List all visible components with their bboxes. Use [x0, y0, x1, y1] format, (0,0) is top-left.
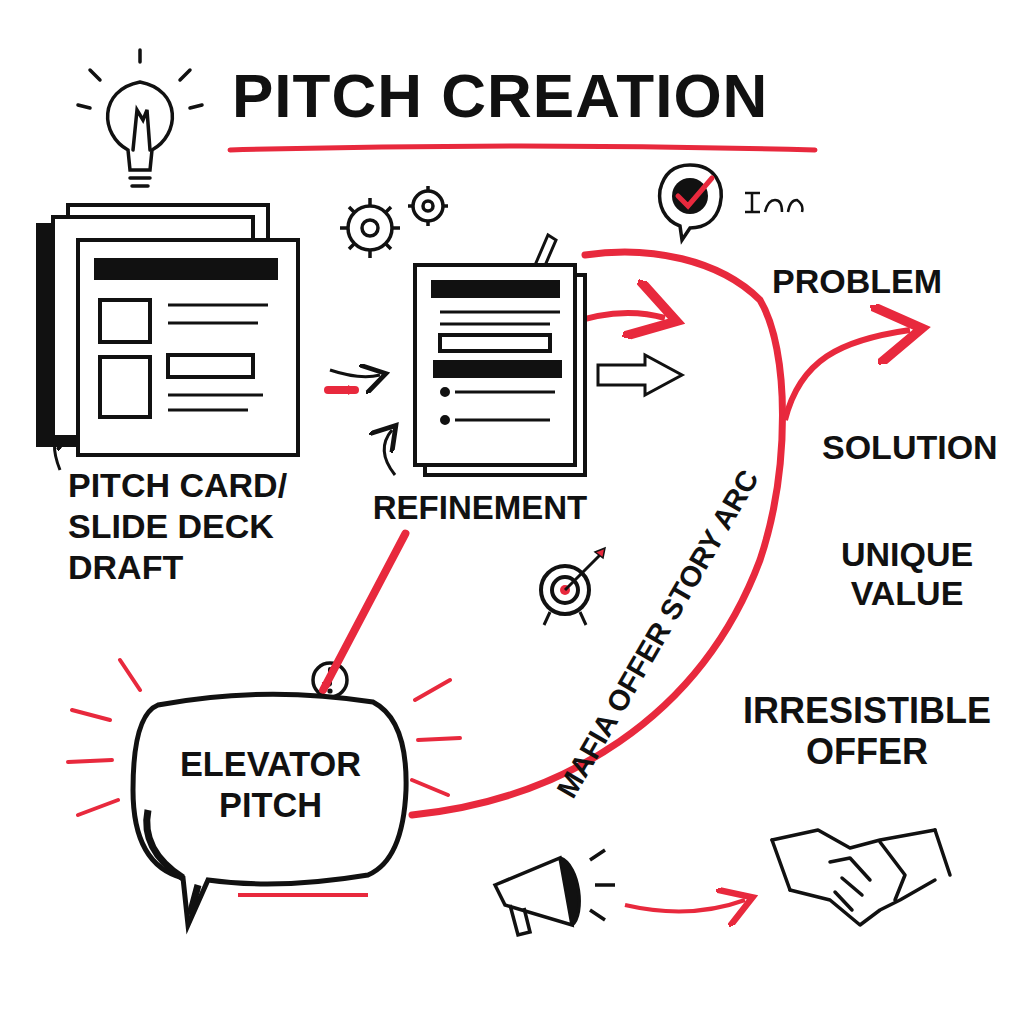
target-icon: [541, 548, 605, 625]
megaphone-icon: [495, 850, 615, 935]
node-outline: [28, 205, 308, 465]
story-arc-arrow: [785, 330, 910, 420]
red-arrow: [625, 900, 745, 911]
story-arc-curve: [412, 252, 783, 815]
node-text: PITCH CARD/ SLIDE DECK DRAFT: [68, 465, 328, 587]
document-node: PITCH CARD/ SLIDE DECK DRAFT: [28, 205, 328, 593]
check-bubble-icon: [660, 165, 803, 240]
curved-arrow: [330, 370, 380, 377]
flow-arrow: [328, 386, 355, 394]
curved-arrow: [384, 430, 395, 475]
label: UNIQUE VALUE: [832, 535, 982, 613]
label: SOLUTION: [822, 428, 1022, 467]
label: IRRESISTIBLE OFFER: [722, 690, 1012, 773]
outline-arrow: [598, 355, 682, 395]
title-underline: [230, 146, 815, 150]
flow-arrow: [323, 534, 405, 690]
gears-icon: [340, 186, 448, 258]
node-text: REFINEMENT: [355, 488, 605, 528]
label: PROBLEM: [772, 262, 1012, 301]
lightbulb-icon: [78, 50, 202, 186]
node-text: ELEVATOR PITCH: [148, 744, 393, 826]
speech-bubble: ELEVATOR PITCH: [128, 690, 413, 890]
handshake-icon: [772, 830, 950, 925]
document-node: REFINEMENT: [355, 250, 605, 534]
title: PITCH CREATION: [232, 60, 768, 131]
node-outline: [355, 250, 605, 488]
